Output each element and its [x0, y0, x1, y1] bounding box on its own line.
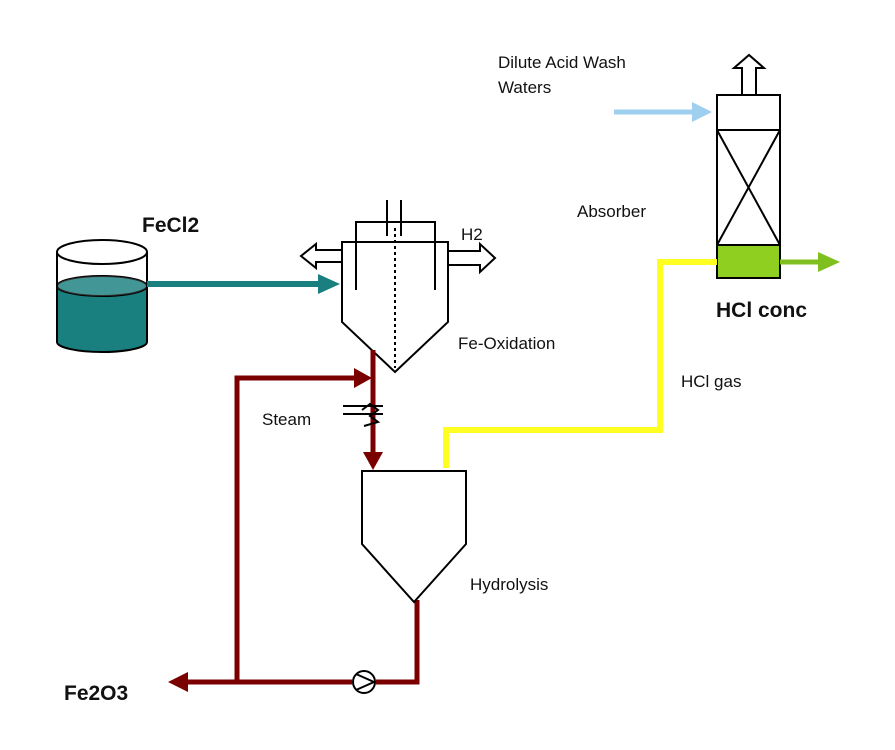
tank-liquid-surface-highlight [57, 276, 147, 296]
fe-oxidation-reactor [299, 200, 497, 374]
absorber-bottom-liquid [718, 246, 779, 277]
absorber-packing [716, 129, 781, 246]
vent-arrow-left [299, 241, 343, 271]
fe2o3-product-arrow [168, 672, 188, 692]
fecl2-tank [56, 239, 148, 353]
label-steam: Steam [262, 410, 311, 429]
tank-liquid [56, 285, 148, 353]
label-absorber: Absorber [577, 202, 646, 221]
iron-loop [168, 350, 420, 692]
recycle-arrow [354, 368, 372, 388]
label-fe-oxidation: Fe-Oxidation [458, 334, 555, 353]
hydrolysis-inlet-arrow [363, 452, 383, 470]
label-fecl2: FeCl2 [142, 214, 199, 237]
recycle-line [234, 375, 356, 685]
hydrolysis-underflow-line [376, 600, 420, 685]
absorber-vent-arrow [731, 53, 767, 96]
hcl-conc-stream [780, 252, 840, 272]
label-fe2o3: Fe2O3 [64, 682, 128, 705]
tank-rim [56, 239, 148, 265]
hydrolysis-vessel [361, 470, 467, 604]
wash-water-stream [614, 102, 712, 122]
label-h2: H2 [461, 225, 483, 244]
steam-heater [343, 402, 383, 427]
label-hydrolysis: Hydrolysis [470, 575, 548, 594]
h2-outlet-arrow [447, 241, 497, 275]
pump [352, 670, 377, 694]
steam-coil [361, 402, 381, 427]
absorber-column [716, 53, 781, 279]
label-hcl-gas: HCl gas [681, 372, 741, 391]
reactor-baffle [355, 221, 436, 290]
fecl2-feed-stream [147, 274, 340, 294]
label-dilute-acid-wash: Dilute Acid Wash [498, 53, 626, 72]
hcl-gas-stream [443, 259, 717, 468]
label-hcl-conc: HCl conc [716, 299, 807, 322]
label-waters: Waters [498, 78, 551, 97]
